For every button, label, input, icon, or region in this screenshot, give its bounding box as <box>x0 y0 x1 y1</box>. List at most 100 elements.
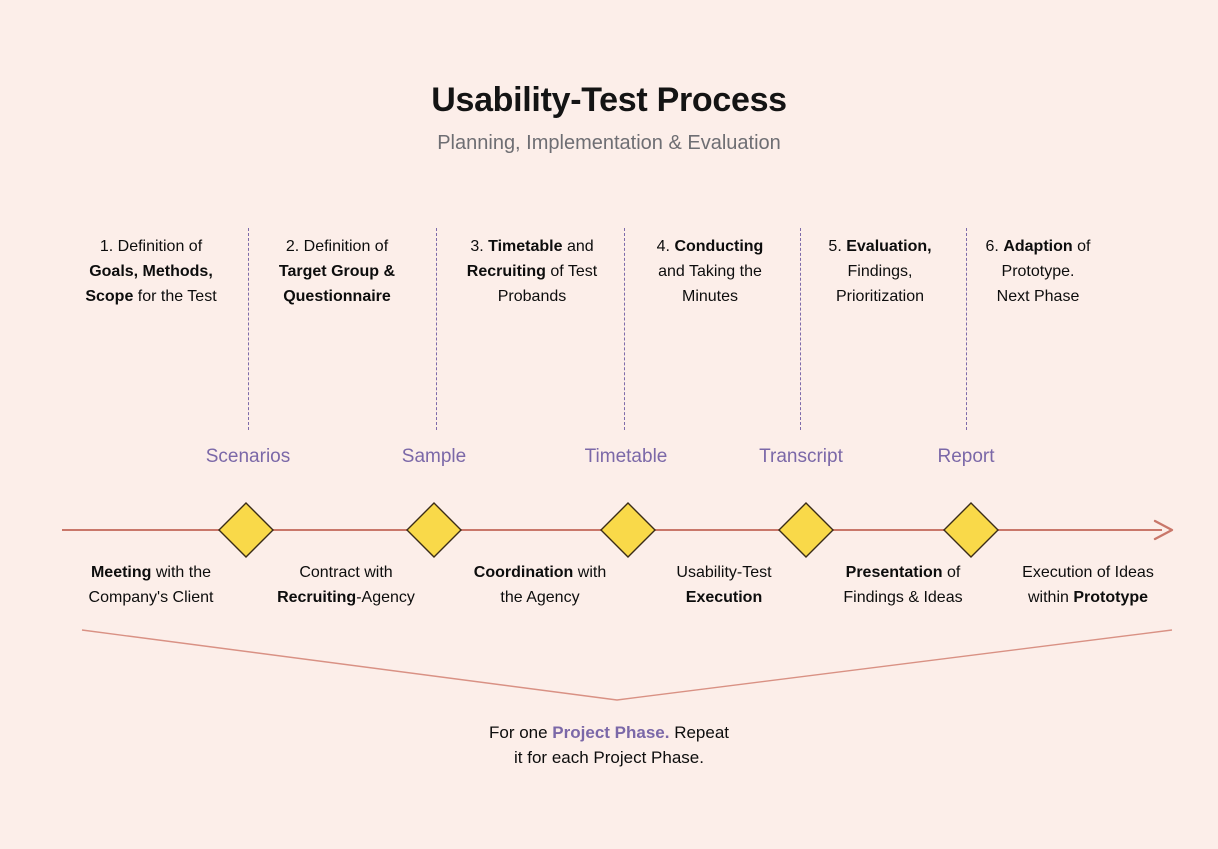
milestone-diamond-1 <box>218 502 274 558</box>
phase-6-line-1: 6. Adaption of <box>964 234 1112 259</box>
page-title: Usability-Test Process <box>431 81 787 119</box>
phase-1-text: Scope <box>85 288 134 305</box>
milestone-5-line-2: Findings & Ideas <box>818 585 988 610</box>
phase-separator-2 <box>436 228 437 430</box>
phase-4-line-2: and Taking the <box>634 259 786 284</box>
milestone-5-line-1: Presentation of <box>818 560 988 585</box>
milestone-4-text: Usability-Test <box>676 564 772 581</box>
timeline-arrow-icon <box>1153 519 1174 541</box>
milestone-4-text: Execution <box>685 589 763 606</box>
milestone-3-text: Coordination <box>473 564 574 581</box>
footer-line-1: For one Project Phase. Repeat <box>0 720 1218 745</box>
phase-2-text: 2. Definition of <box>285 238 389 255</box>
phase-4-line-3: Minutes <box>634 284 786 309</box>
milestone-diamond-2 <box>406 502 462 558</box>
deliverable-label-4: Transcript <box>759 446 843 467</box>
phase-6-text: Adaption <box>1003 238 1073 255</box>
phase-5-text: 5. <box>828 238 847 255</box>
phase-4-text: 4. <box>656 238 675 255</box>
milestone-6-line-1: Execution of Ideas <box>1000 560 1176 585</box>
milestone-3-line-2: the Agency <box>450 585 630 610</box>
phase-1-text: Goals, Methods, <box>89 263 213 280</box>
phase-3-line-3: Probands <box>444 284 620 309</box>
phase-5-text: Findings, <box>847 263 913 280</box>
phase-4-text: and Taking the <box>658 263 762 280</box>
footer-line1-post: Repeat <box>669 723 730 742</box>
phase-3-text: Recruiting <box>466 263 546 280</box>
milestone-label-6: Execution of Ideas within Prototype <box>1000 560 1176 610</box>
milestone-2-text: Contract with <box>299 564 393 581</box>
milestone-6-text: within <box>1027 589 1074 606</box>
phase-1-line-1: 1. Definition of <box>62 234 240 259</box>
footer-line1-pre: For one <box>488 723 553 742</box>
milestone-diamond-3 <box>600 502 656 558</box>
phase-2-line-2: Target Group & <box>256 259 418 284</box>
phase-3-line-1: 3. Timetable and <box>444 234 620 259</box>
milestone-1-line-1: Meeting with the <box>62 560 240 585</box>
phase-4-line-1: 4. Conducting <box>634 234 786 259</box>
phase-3-text: 3. <box>470 238 489 255</box>
phase-separator-4 <box>800 228 801 430</box>
milestone-6-text: Execution of Ideas <box>1022 564 1154 581</box>
phase-6-text: 6. <box>985 238 1004 255</box>
phase-3-text: Probands <box>497 288 567 305</box>
phase-6-line-2: Prototype. <box>964 259 1112 284</box>
phase-separator-1 <box>248 228 249 430</box>
milestone-2-line-1: Contract with <box>256 560 436 585</box>
milestone-3-text: with <box>573 564 607 581</box>
header: Usability-Test Process Planning, Impleme… <box>0 78 1218 158</box>
milestone-5-text: Findings & Ideas <box>843 589 963 606</box>
milestone-diamond-5 <box>943 502 999 558</box>
milestone-3-text: the Agency <box>500 589 580 606</box>
phase-2-text: Target Group & <box>278 263 396 280</box>
deliverable-label-5: Report <box>937 446 995 467</box>
milestone-1-line-2: Company's Client <box>62 585 240 610</box>
phase-5-line-1: 5. Evaluation, <box>806 234 954 259</box>
phase-2-text: Questionnaire <box>283 288 391 305</box>
phase-3-text: and <box>562 238 594 255</box>
page-subtitle: Planning, Implementation & Evaluation <box>437 132 781 154</box>
milestone-5-text: of <box>942 564 961 581</box>
phase-3-text: of Test <box>545 263 598 280</box>
phase-label-5: 5. Evaluation,Findings,Prioritization <box>806 234 954 309</box>
milestone-diamond-group <box>218 502 999 558</box>
phase-2-line-1: 2. Definition of <box>256 234 418 259</box>
milestone-2-text: -Agency <box>356 589 415 606</box>
milestone-1-text: Meeting <box>90 564 152 581</box>
phase-label-1: 1. Definition of Goals, Methods, Scope for… <box>62 234 240 309</box>
milestone-4-line-1: Usability-Test <box>644 560 804 585</box>
phase-separator-3 <box>624 228 625 430</box>
bracket-line <box>81 629 1173 701</box>
phase-1-text: 1. Definition of <box>99 238 203 255</box>
phase-5-text: Evaluation, <box>846 238 932 255</box>
footer-accent-project-phase: Project Phase. <box>552 723 670 742</box>
phase-1-text: for the Test <box>133 288 217 305</box>
phase-4-text: Minutes <box>681 288 739 305</box>
project-phase-bracket <box>81 629 1173 701</box>
footer-caption: For one Project Phase. Repeat it for eac… <box>0 720 1218 770</box>
footer-line-2: it for each Project Phase. <box>514 748 704 767</box>
phase-6-text: Prototype. <box>1001 263 1075 280</box>
milestone-1-text: with the <box>151 564 212 581</box>
milestone-label-5: Presentation of Findings & Ideas <box>818 560 988 610</box>
milestone-6-text: Prototype <box>1073 589 1149 606</box>
phase-3-line-2: Recruiting of Test <box>444 259 620 284</box>
phase-label-2: 2. Definition of Target Group & Questionna… <box>256 234 418 309</box>
phase-3-text: Timetable <box>488 238 563 255</box>
phase-1-line-3: Scope for the Test <box>62 284 240 309</box>
deliverable-label-3: Timetable <box>584 446 668 467</box>
phase-6-text: of <box>1072 238 1091 255</box>
milestone-diamond-4 <box>778 502 834 558</box>
milestone-label-3: Coordination with the Agency <box>450 560 630 610</box>
phase-6-text: Next Phase <box>996 288 1080 305</box>
phase-4-text: Conducting <box>674 238 764 255</box>
milestone-1-text: Company's Client <box>88 589 214 606</box>
phase-2-line-3: Questionnaire <box>256 284 418 309</box>
